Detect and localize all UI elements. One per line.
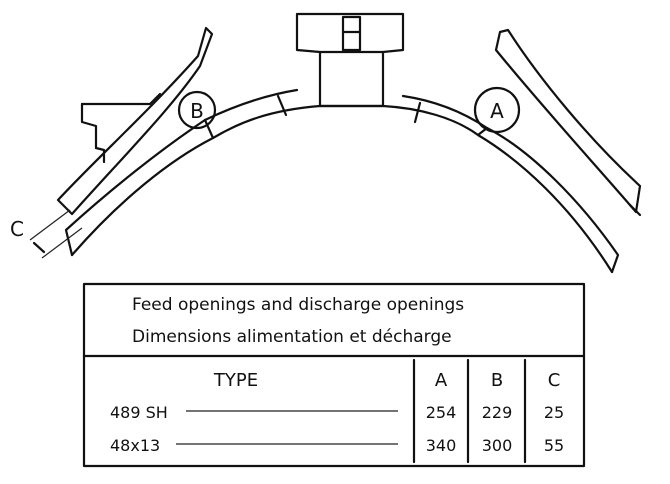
column-header-b: B: [491, 370, 503, 391]
row-1-c: 25: [544, 403, 564, 422]
label-a: A: [490, 99, 504, 123]
table-title-en: Feed openings and discharge openings: [132, 295, 464, 315]
column-header-a: A: [435, 370, 448, 391]
row-1-a: 254: [426, 403, 457, 422]
right-concave: [494, 28, 642, 217]
table-title-fr: Dimensions alimentation et décharge: [132, 327, 452, 347]
left-concave: [56, 26, 214, 216]
row-2-a: 340: [426, 436, 457, 455]
center-head: [295, 12, 405, 108]
row-2-c: 55: [544, 436, 564, 455]
mantle-arch: [64, 88, 620, 274]
column-header-c: C: [548, 370, 561, 391]
label-b: B: [190, 99, 204, 123]
row-2-b: 300: [482, 436, 513, 455]
opening-marker-a: A: [473, 86, 521, 134]
opening-marker-b: B: [177, 90, 217, 130]
opening-marker-c: C: [10, 209, 83, 259]
row-1-b: 229: [482, 403, 513, 422]
row-1-type: 489 SH: [110, 403, 168, 422]
dimensions-table: Feed openings and discharge openings Dim…: [82, 282, 586, 468]
label-c: C: [10, 217, 24, 241]
row-2-type: 48x13: [110, 436, 160, 455]
column-header-type: TYPE: [213, 370, 258, 391]
